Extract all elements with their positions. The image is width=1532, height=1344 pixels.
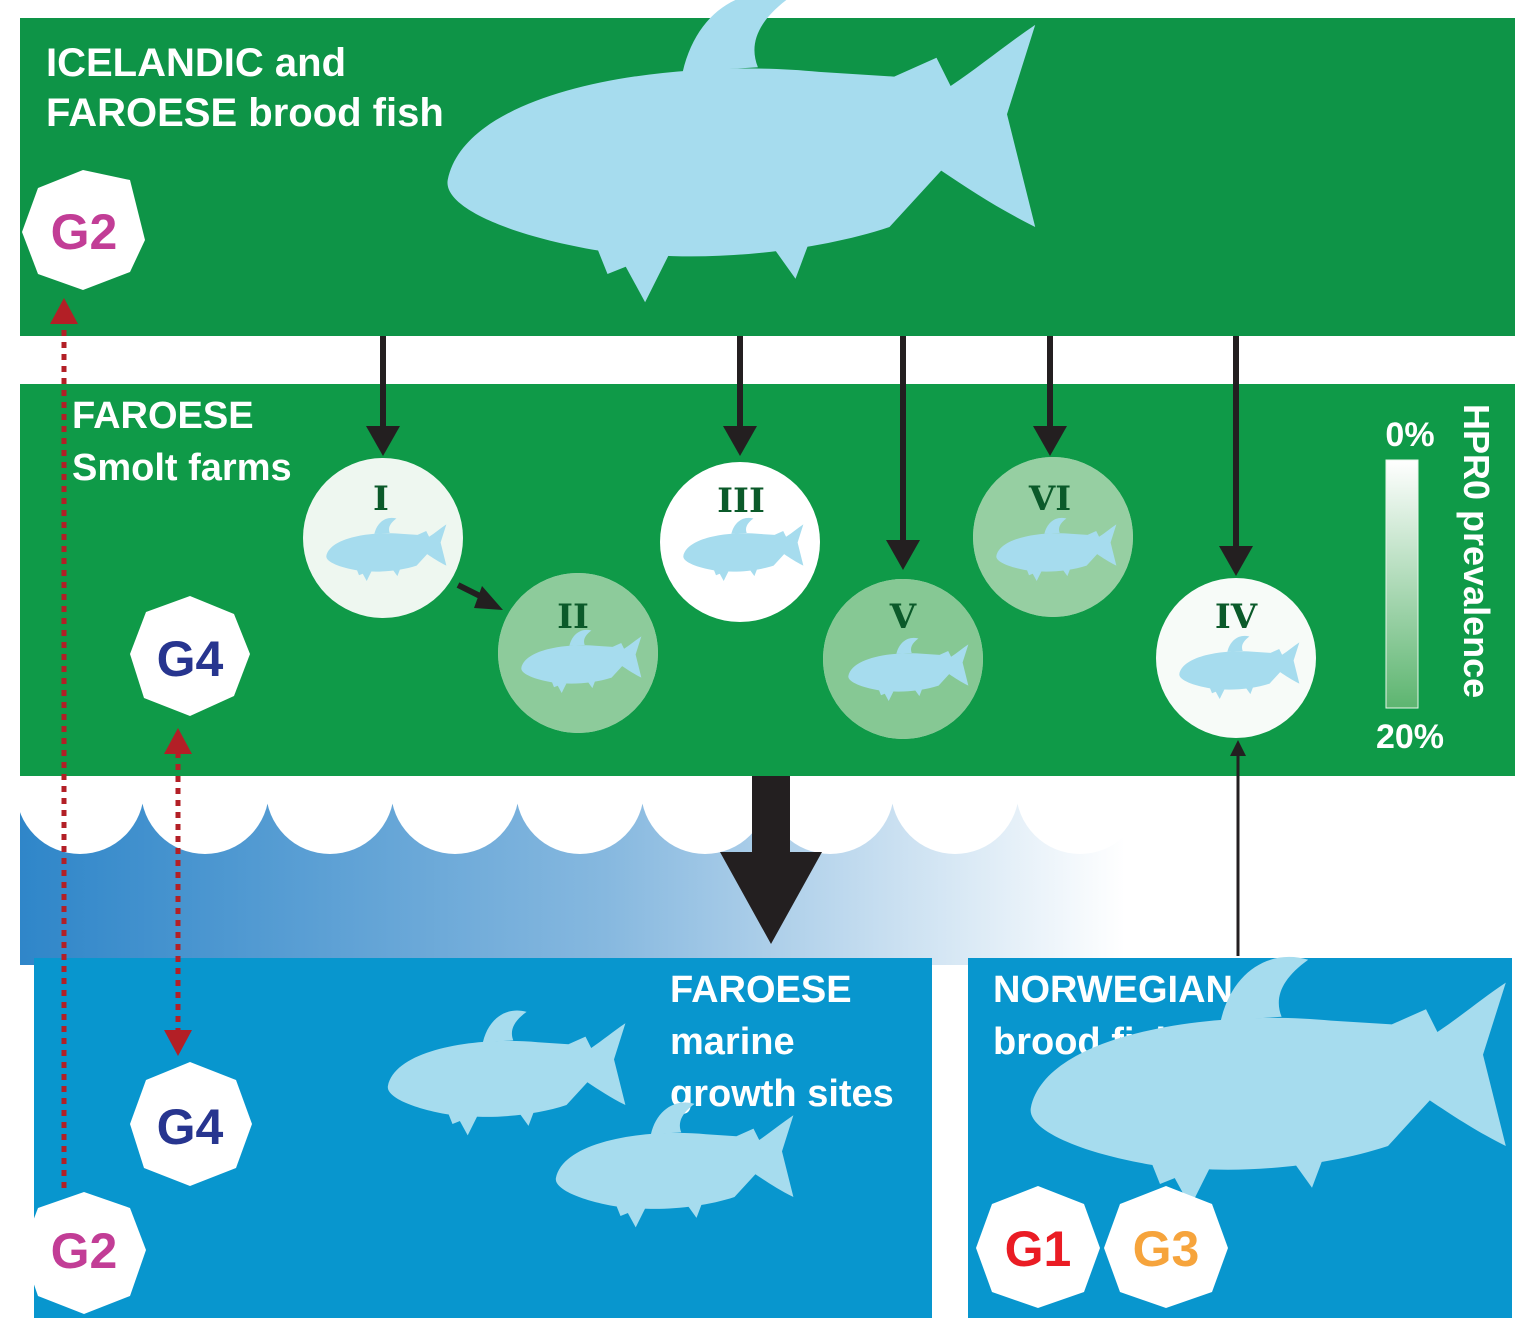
legend-title: HPR0 prevalence xyxy=(1456,404,1497,698)
farm-label: VI xyxy=(1028,479,1071,519)
brood-title-line1: ICELANDIC and xyxy=(46,41,346,85)
genotype-badge-g1: G1 xyxy=(976,1186,1100,1308)
genotype-label: G4 xyxy=(157,1099,224,1155)
norway-title-line1: NORWEGIAN xyxy=(993,969,1233,1011)
farm-label: V xyxy=(889,597,917,637)
brood-title-line2: FAROESE brood fish xyxy=(46,91,444,135)
farm-IV: IV xyxy=(1156,578,1316,738)
genotype-label: G2 xyxy=(51,204,118,260)
legend-top-label: 0% xyxy=(1385,416,1434,454)
farm-label: II xyxy=(557,597,589,637)
smolt-title-line1: FAROESE xyxy=(72,395,254,437)
marine-title-line1: FAROESE xyxy=(670,969,852,1011)
genotype-badge-g4-marine: G4 xyxy=(130,1062,252,1186)
farm-I: I xyxy=(303,458,463,618)
farm-III: III xyxy=(660,462,820,622)
farm-VI: VI xyxy=(973,457,1133,617)
genotype-badge-g2-top: G2 xyxy=(22,170,145,290)
farm-II: II xyxy=(498,573,658,733)
farm-label: IV xyxy=(1215,597,1258,637)
farm-V: V xyxy=(823,579,983,739)
marine-title-line3: growth sites xyxy=(670,1073,894,1115)
farm-label: I xyxy=(373,479,389,519)
marine-title-line2: marine xyxy=(670,1021,795,1063)
smolt-title-line2: Smolt farms xyxy=(72,447,292,489)
legend-bottom-label: 20% xyxy=(1376,718,1444,756)
prevalence-legend-bar xyxy=(1386,460,1418,708)
genotype-badge-g3: G3 xyxy=(1104,1186,1228,1308)
genotype-label: G2 xyxy=(51,1223,118,1279)
genotype-label: G1 xyxy=(1005,1221,1072,1277)
genotype-badge-g2-marine: G2 xyxy=(22,1192,146,1314)
farm-label: III xyxy=(717,481,765,521)
genotype-label: G3 xyxy=(1133,1221,1200,1277)
genotype-label: G4 xyxy=(157,631,224,687)
